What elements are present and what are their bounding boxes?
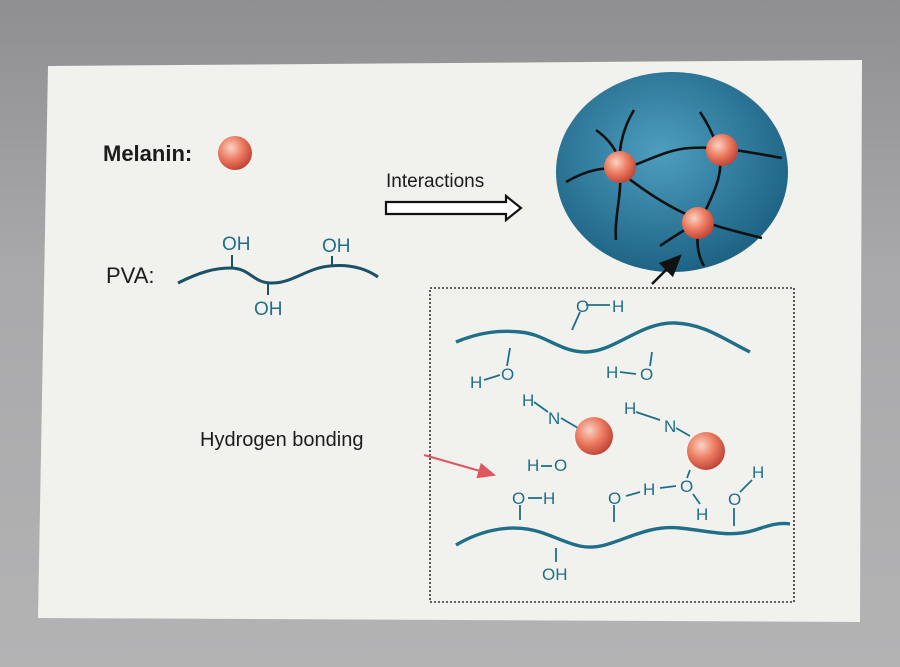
- interactions-arrow: [384, 193, 523, 223]
- composite-bead-1: [604, 151, 636, 183]
- detail-top-o: O: [576, 297, 589, 316]
- detail-right-nh-h: H: [624, 399, 636, 418]
- detail-far-right-h: H: [752, 463, 764, 482]
- melanin-label: Melanin:: [103, 141, 192, 166]
- pva-chain: [177, 264, 379, 285]
- detail-low-right-o: O: [680, 477, 693, 496]
- interactions-label: Interactions: [386, 171, 484, 192]
- detail-right-nh-n: N: [664, 417, 676, 436]
- pva-oh-top-right: OH: [322, 236, 351, 257]
- zoom-arrow: [651, 254, 682, 285]
- detail-bonds: [483, 304, 753, 562]
- detail-low-mid-o: O: [608, 489, 621, 508]
- composite-sphere: [556, 72, 788, 272]
- detail-upper-right-h: H: [606, 363, 618, 382]
- detail-mid-left-h: H: [527, 456, 539, 475]
- pva-label: PVA:: [106, 263, 155, 288]
- detail-box: [429, 287, 795, 603]
- composite-bead-2: [706, 134, 738, 166]
- detail-mid-left-o: O: [554, 456, 567, 475]
- detail-top-h: H: [612, 297, 624, 316]
- detail-bottom-oh: OH: [542, 565, 568, 584]
- detail-left-nh-h: H: [522, 391, 534, 410]
- detail-far-right-o: O: [728, 490, 741, 509]
- detail-bead-right: [687, 432, 725, 470]
- detail-bead-left: [575, 417, 613, 455]
- composite-bead-3: [682, 207, 714, 239]
- detail-upper-right-o: O: [640, 365, 653, 384]
- detail-upper-left-h: H: [470, 373, 482, 392]
- detail-low-left-o: O: [512, 489, 525, 508]
- pva-oh-top-left: OH: [222, 234, 251, 255]
- detail-left-nh-n: N: [548, 409, 560, 428]
- detail-upper-left-o: O: [501, 365, 514, 384]
- hydrogen-bonding-label: Hydrogen bonding: [200, 429, 363, 451]
- melanin-bead-legend: [218, 136, 252, 170]
- detail-chain-bottom: [455, 521, 791, 549]
- pva-oh-bottom: OH: [254, 299, 283, 320]
- hydrogen-bonding-arrow: [423, 454, 496, 479]
- detail-low-right-h: H: [696, 505, 708, 524]
- detail-chain-top: [455, 321, 751, 354]
- detail-low-mid-h: H: [643, 480, 655, 499]
- detail-low-left-h: H: [543, 489, 555, 508]
